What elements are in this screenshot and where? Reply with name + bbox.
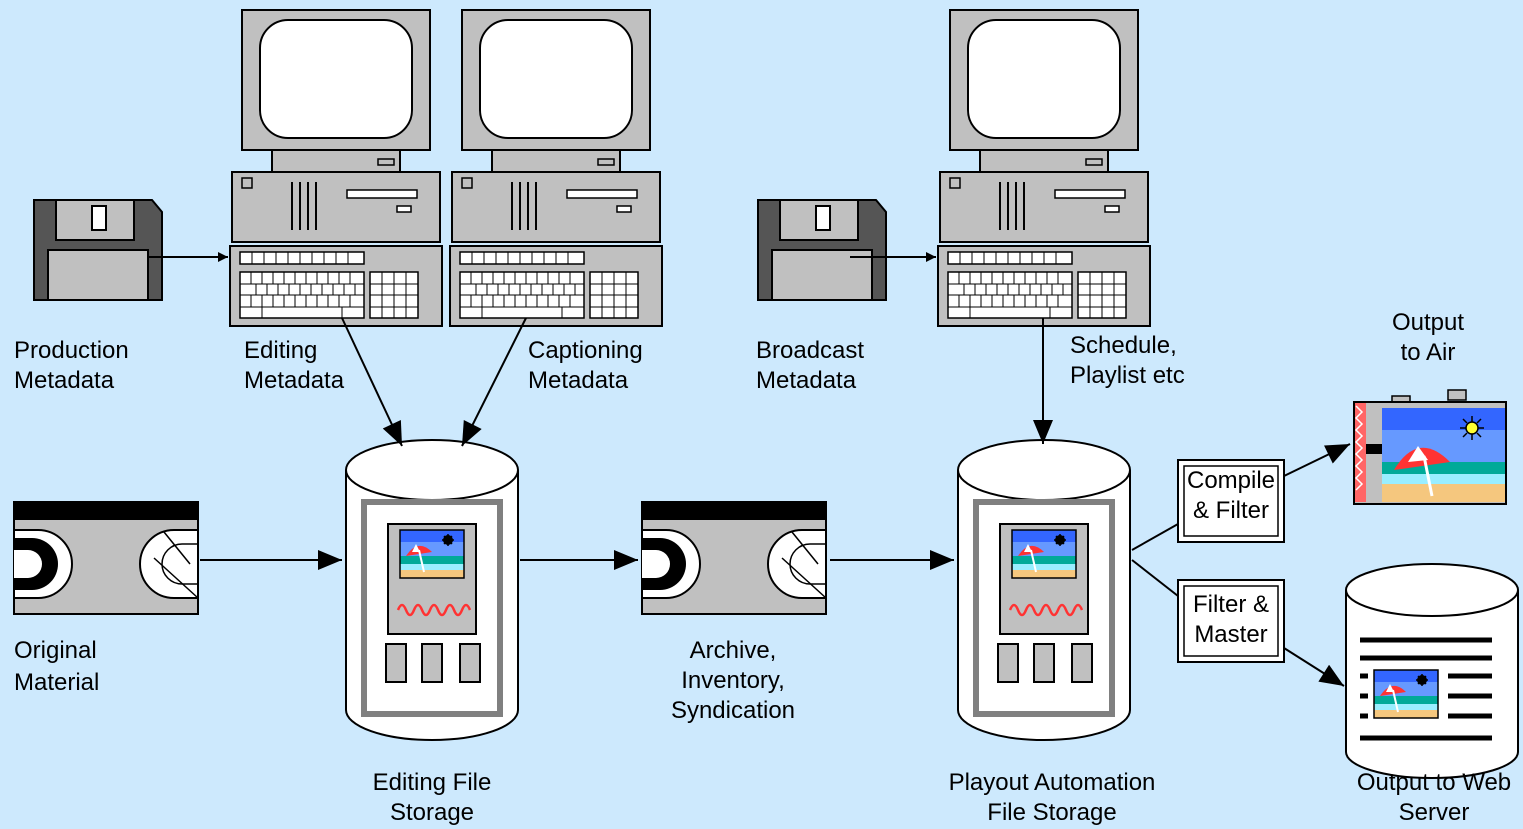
- web-page-icon: [1345, 563, 1519, 779]
- videotape-icon: [641, 501, 827, 615]
- floppy-disk-icon: [33, 199, 163, 301]
- compile-filter-box: [1177, 459, 1285, 543]
- archive-label: Archive,Inventory,Syndication: [671, 637, 795, 724]
- videotape-icon: [13, 501, 199, 615]
- computer-icon: [229, 9, 443, 327]
- arrows: [148, 252, 1351, 687]
- filter-master-label: Filter &Master: [1193, 591, 1269, 648]
- filter-master-box: [1177, 579, 1285, 663]
- tv-screen-icon: [1353, 389, 1507, 505]
- floppy-disk-icon: [757, 199, 887, 301]
- storage-cylinder-icon: [346, 440, 518, 740]
- schedule-playlist-label: Schedule,Playlist etc: [1070, 332, 1185, 389]
- storage-cylinder-icon: [958, 440, 1130, 740]
- compile-filter-label: Compile& Filter: [1187, 467, 1275, 524]
- computer-icon: [449, 9, 663, 327]
- computer-icon: [937, 9, 1151, 327]
